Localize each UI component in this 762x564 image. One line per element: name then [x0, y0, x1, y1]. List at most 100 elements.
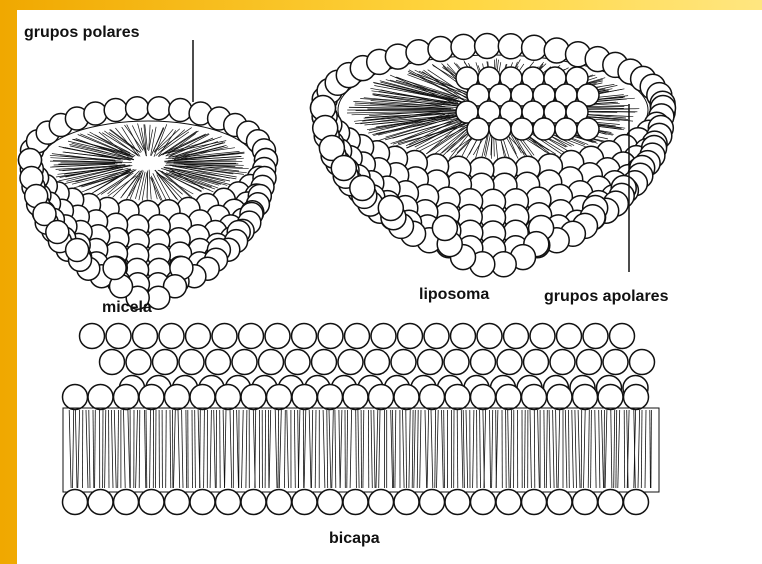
liposome-head	[522, 35, 547, 60]
bilayer-head	[100, 350, 125, 375]
bilayer-head	[573, 385, 598, 410]
liposome-head	[428, 37, 453, 62]
bilayer-head	[343, 385, 368, 410]
bilayer-head	[190, 490, 215, 515]
micelle-label: micela	[102, 299, 152, 317]
bilayer-head	[630, 350, 655, 375]
micelle-head	[66, 239, 89, 262]
bilayer-head	[126, 350, 151, 375]
bilayer-head	[445, 385, 470, 410]
bilayer-head	[106, 324, 131, 349]
micelle-head	[104, 99, 127, 122]
bilayer-head	[292, 324, 317, 349]
bilayer-head	[418, 350, 443, 375]
bilayer-head	[471, 350, 496, 375]
bilayer-head	[603, 350, 628, 375]
liposome-inner-head	[577, 118, 599, 140]
bilayer-head	[444, 350, 469, 375]
diagram-svg	[17, 10, 762, 564]
bilayer-head	[522, 490, 547, 515]
bilayer-tails	[69, 410, 651, 488]
liposome-head	[475, 34, 500, 59]
bilayer-head	[179, 350, 204, 375]
bilayer-head	[471, 490, 496, 515]
bilayer-figure	[63, 324, 660, 515]
bilayer-head	[394, 385, 419, 410]
bilayer-head	[114, 385, 139, 410]
bilayer-head	[165, 490, 190, 515]
bilayer-head	[391, 350, 416, 375]
bilayer-head	[318, 490, 343, 515]
bilayer-head	[424, 324, 449, 349]
micelle-head	[84, 102, 107, 125]
polar-groups-label: grupos polares	[24, 24, 140, 42]
bilayer-head	[212, 324, 237, 349]
bilayer-head	[292, 490, 317, 515]
apolar-groups-label: grupos apolares	[544, 288, 668, 306]
bilayer-head	[522, 385, 547, 410]
bilayer-head	[80, 324, 105, 349]
bilayer-head	[530, 324, 555, 349]
bilayer-head	[598, 490, 623, 515]
bilayer-head	[88, 490, 113, 515]
liposome-label: liposoma	[419, 286, 489, 304]
liposome-inner-head	[511, 118, 533, 140]
bilayer-head	[239, 324, 264, 349]
bilayer-head	[624, 490, 649, 515]
bilayer-top-leaflet	[63, 324, 655, 410]
bilayer-head	[583, 324, 608, 349]
liposome-figure	[311, 34, 676, 277]
liposome-inner-head	[533, 118, 555, 140]
bilayer-head	[398, 324, 423, 349]
liposome-head	[331, 156, 356, 181]
bilayer-head	[338, 350, 363, 375]
bilayer-head	[524, 350, 549, 375]
bilayer-head	[477, 324, 502, 349]
bilayer-head	[557, 324, 582, 349]
liposome-inner-head	[467, 118, 489, 140]
liposome-head	[406, 40, 431, 65]
bilayer-head	[139, 385, 164, 410]
bilayer-head	[598, 385, 623, 410]
bilayer-head	[369, 490, 394, 515]
micelle-figure	[19, 97, 278, 310]
bilayer-head	[267, 385, 292, 410]
bilayer-head	[318, 385, 343, 410]
bilayer-head	[496, 385, 521, 410]
bilayer-head	[577, 350, 602, 375]
liposome-inner-vesicle	[456, 67, 599, 140]
micelle-head	[126, 97, 149, 120]
bilayer-head	[345, 324, 370, 349]
liposome-inner-head	[489, 118, 511, 140]
liposome-head	[451, 34, 476, 59]
bilayer-head	[133, 324, 158, 349]
liposome-head	[432, 216, 457, 241]
bilayer-head	[153, 350, 178, 375]
bilayer-head	[292, 385, 317, 410]
bilayer-head	[190, 385, 215, 410]
bilayer-head	[241, 385, 266, 410]
bilayer-head	[420, 385, 445, 410]
bilayer-head	[573, 490, 598, 515]
bilayer-head	[445, 490, 470, 515]
liposome-inner-head	[555, 118, 577, 140]
liposome-head	[498, 34, 523, 59]
liposome-head	[350, 176, 375, 201]
bilayer-head	[365, 350, 390, 375]
bilayer-head	[139, 490, 164, 515]
micelle-head	[46, 221, 69, 244]
diagram-canvas: grupos polares micela liposoma grupos ap…	[17, 10, 762, 564]
bilayer-head	[265, 324, 290, 349]
bilayer-head	[394, 490, 419, 515]
bilayer-bottom-leaflet	[63, 490, 649, 515]
bilayer-head	[63, 385, 88, 410]
bilayer-head	[610, 324, 635, 349]
bilayer-head	[497, 350, 522, 375]
bilayer-head	[63, 490, 88, 515]
bilayer-head	[547, 490, 572, 515]
micelle-head	[147, 97, 170, 120]
bilayer-head	[88, 385, 113, 410]
bilayer-head	[186, 324, 211, 349]
bilayer-label: bicapa	[329, 530, 380, 548]
bilayer-head	[206, 350, 231, 375]
